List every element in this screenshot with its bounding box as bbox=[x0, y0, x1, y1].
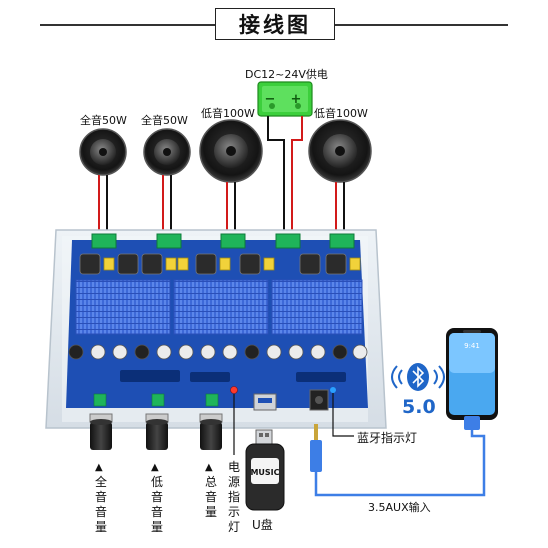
speaker-1 bbox=[79, 128, 127, 176]
power-indicator-label: 电源指示灯 bbox=[227, 460, 240, 534]
power-terminal bbox=[257, 81, 313, 117]
speaker-3 bbox=[199, 119, 263, 183]
bluetooth-version: 5.0 bbox=[402, 396, 436, 418]
speaker-label-2: 全音50W bbox=[141, 114, 188, 127]
speaker-label-4: 低音100W bbox=[314, 107, 368, 120]
usb-stick bbox=[245, 429, 285, 511]
amplifier-board bbox=[45, 229, 387, 429]
knob-label-master: 总音量 bbox=[204, 475, 217, 519]
title-line-left bbox=[40, 24, 215, 26]
knob-label-bass: 低音音量 bbox=[150, 475, 163, 534]
smartphone bbox=[446, 328, 498, 420]
usb-label: U盘 bbox=[252, 518, 273, 532]
knob-arrow-2: ▲ bbox=[151, 462, 159, 473]
speaker-label-3: 低音100W bbox=[201, 107, 255, 120]
phone-time: 9:41 bbox=[464, 342, 480, 350]
bluetooth-indicator-pointer bbox=[332, 393, 354, 437]
usb-music-label: MUSIC bbox=[250, 468, 279, 477]
speaker-wires bbox=[98, 175, 345, 240]
knob-arrow-1: ▲ bbox=[95, 462, 103, 473]
speaker-2 bbox=[143, 128, 191, 176]
power-wires bbox=[267, 116, 303, 240]
title-line-right bbox=[333, 24, 508, 26]
knob-arrow-3: ▲ bbox=[205, 462, 213, 473]
bluetooth-indicator-label: 蓝牙指示灯 bbox=[357, 431, 418, 445]
diagram-title: 接线图 bbox=[215, 8, 335, 40]
aux-input-label: 3.5AUX输入 bbox=[368, 501, 431, 514]
bluetooth-logo bbox=[391, 363, 445, 391]
knob-master-volume bbox=[199, 413, 223, 450]
knob-full-range-volume bbox=[89, 413, 113, 450]
knob-label-full-range: 全音音量 bbox=[94, 475, 107, 534]
speaker-label-1: 全音50W bbox=[80, 114, 127, 127]
bluetooth-led bbox=[330, 387, 336, 393]
power-supply-label: DC12~24V供电 bbox=[245, 68, 328, 81]
aux-cable bbox=[310, 416, 486, 497]
power-minus-sign: − bbox=[265, 92, 276, 107]
speaker-4 bbox=[308, 119, 372, 183]
power-led bbox=[230, 386, 238, 394]
power-plus-sign: + bbox=[291, 92, 302, 107]
knob-bass-volume bbox=[145, 413, 169, 450]
